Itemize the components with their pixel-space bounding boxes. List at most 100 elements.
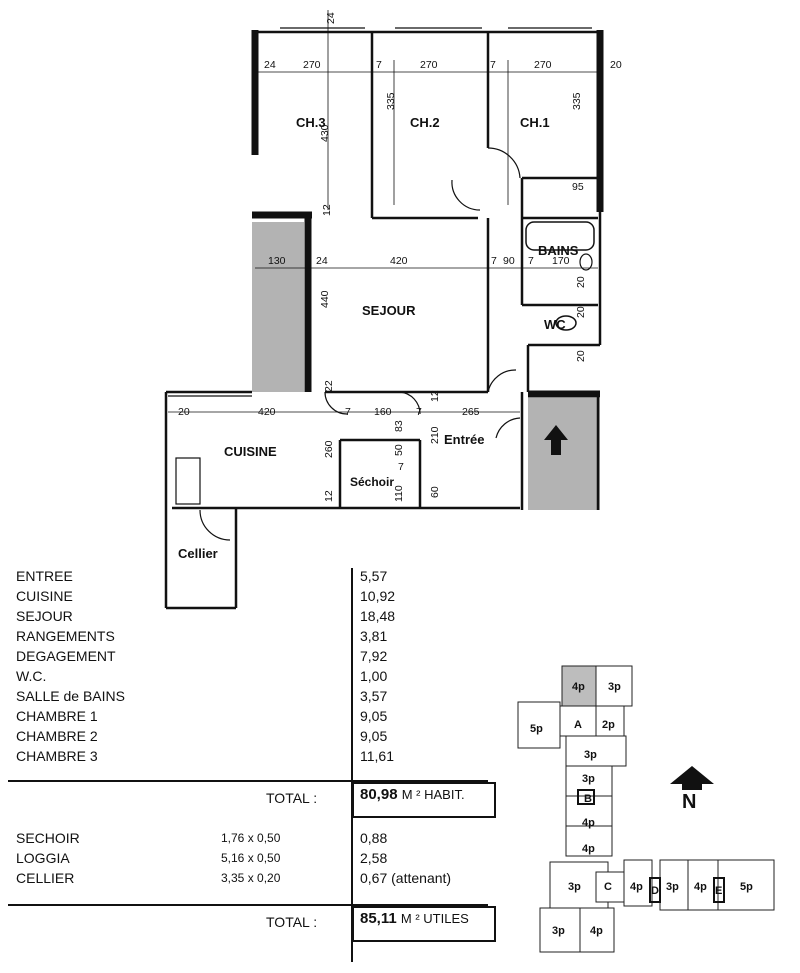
north-arrow-icon — [670, 766, 714, 790]
dim-label: 260 — [323, 440, 335, 458]
room-ch3: CH.3 — [296, 115, 326, 130]
dim-label: 20 — [575, 276, 587, 288]
site-unit: 3p — [666, 881, 679, 893]
area-value: 9,05 — [360, 728, 388, 744]
dimension-lines — [168, 10, 598, 413]
site-unit: 4p — [582, 817, 595, 829]
area-label: CHAMBRE 3 — [16, 748, 98, 764]
site-unit: 3p — [608, 681, 621, 693]
dim-label: 420 — [390, 255, 408, 267]
dim-label: 20 — [575, 306, 587, 318]
area-value: 3,81 — [360, 628, 388, 644]
area-value: 11,61 — [360, 748, 394, 764]
dim-label: 130 — [268, 255, 286, 267]
room-bains: BAINS — [538, 243, 579, 258]
vertical-divider — [351, 568, 353, 962]
total-rule-1 — [8, 780, 488, 782]
site-plan: 4p 3p 5p A 2p 3p 3p B 4p 4p 3p C 4p D 3p… — [517, 665, 775, 953]
exterior-walls — [251, 30, 604, 398]
site-unit: 4p — [590, 925, 603, 937]
dim-label: 7 — [416, 406, 422, 418]
site-unit: 3p — [552, 925, 565, 937]
extra-dims: 5,16 x 0,50 — [221, 851, 281, 865]
dim-label: 420 — [258, 406, 276, 418]
site-unit: 4p — [694, 881, 707, 893]
dim-label: 335 — [571, 92, 583, 110]
site-unit: C — [604, 881, 612, 893]
dim-label: 50 — [393, 444, 405, 456]
dim-label: 7 — [490, 59, 496, 71]
extra-dims: 3,35 x 0,20 — [221, 871, 281, 885]
total-unit-2: M ² UTILES — [400, 911, 469, 926]
bathtub — [525, 221, 595, 251]
washbasin — [579, 253, 593, 271]
dim-label: 160 — [374, 406, 392, 418]
dim-label: 83 — [393, 420, 405, 432]
dimension-labels: 24 24 270 7 270 7 270 20 430 335 335 12 … — [178, 12, 622, 502]
area-value: 7,92 — [360, 648, 388, 664]
extra-value: 0,88 — [360, 830, 388, 846]
site-unit: 4p — [630, 881, 643, 893]
dim-label: 20 — [610, 59, 622, 71]
site-unit: E — [715, 885, 722, 897]
dim-label: 22 — [323, 380, 335, 392]
site-unit: 3p — [584, 749, 597, 761]
site-unit: 4p — [572, 681, 585, 693]
extra-label: SECHOIR — [16, 830, 80, 846]
area-label: W.C. — [16, 668, 47, 684]
area-label: SEJOUR — [16, 608, 73, 624]
area-value: 5,57 — [360, 568, 388, 584]
site-unit: B — [584, 793, 592, 805]
extra-value: 2,58 — [360, 850, 388, 866]
dim-label: 12 — [321, 204, 333, 216]
area-value: 10,92 — [360, 588, 396, 604]
dim-label: 12 — [323, 490, 335, 502]
area-label: SALLE de BAINS — [16, 688, 125, 704]
site-unit: 5p — [740, 881, 753, 893]
dim-label: 95 — [572, 181, 584, 193]
room-cellier: Cellier — [178, 546, 218, 561]
extra-label: LOGGIA — [16, 850, 70, 866]
room-sejour: SEJOUR — [362, 303, 416, 318]
extra-value: 0,67 (attenant) — [360, 870, 452, 886]
area-label: CHAMBRE 1 — [16, 708, 98, 724]
area-label: DEGAGEMENT — [16, 648, 116, 664]
dim-label: 110 — [393, 485, 405, 502]
extra-dims: 1,76 x 0,50 — [221, 831, 281, 845]
room-wc: WC — [544, 317, 566, 332]
total-rule-2 — [8, 904, 488, 906]
loggia-hatch-left — [252, 222, 304, 392]
room-ch1: CH.1 — [520, 115, 550, 130]
total-box-2: 85,11 M ² UTILES — [352, 906, 496, 942]
area-value: 1,00 — [360, 668, 388, 684]
site-unit: 4p — [582, 843, 595, 855]
area-label: ENTREE — [16, 568, 73, 584]
dim-label: 90 — [503, 255, 515, 267]
site-unit: D — [651, 885, 659, 897]
dim-label: 12 — [429, 390, 441, 402]
total-label-1: TOTAL : — [266, 790, 318, 806]
door-swings — [199, 147, 521, 541]
dim-label: 24 — [316, 255, 328, 267]
floor-plan: CH.3 CH.2 CH.1 BAINS SEJOUR WC CUISINE E… — [164, 10, 622, 610]
walls — [164, 30, 602, 610]
dim-label: 430 — [319, 124, 331, 142]
extra-label: CELLIER — [16, 870, 75, 886]
kitchen-sink — [175, 457, 201, 505]
dim-label: 7 — [491, 255, 497, 267]
dim-label: 270 — [534, 59, 552, 71]
total-unit-1: M ² HABIT. — [401, 787, 465, 802]
site-unit: 5p — [530, 723, 543, 735]
dim-label: 60 — [429, 486, 441, 498]
room-ch2: CH.2 — [410, 115, 440, 130]
total-value-1: 80,98 — [360, 786, 398, 803]
windows — [168, 27, 592, 397]
area-value: 9,05 — [360, 708, 388, 724]
site-unit: 3p — [582, 773, 595, 785]
dim-label: 7 — [345, 406, 351, 418]
room-cuisine: CUISINE — [224, 444, 277, 459]
area-label: CUISINE — [16, 588, 73, 604]
